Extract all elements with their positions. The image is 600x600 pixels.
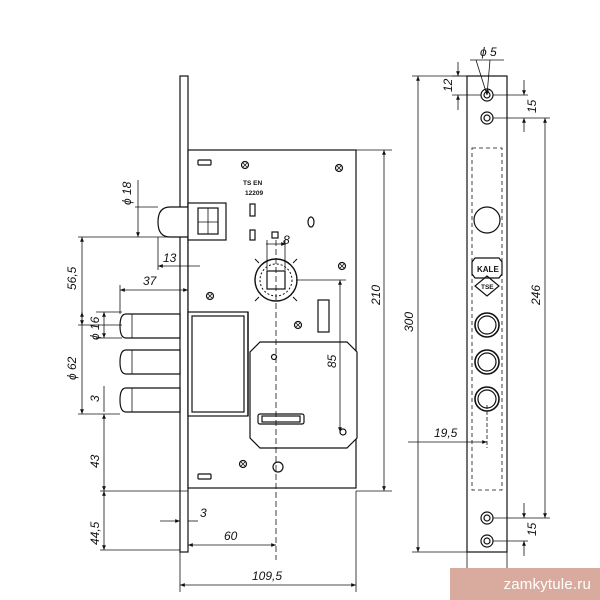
dead-bolts — [119, 313, 181, 413]
watermark-text: zamkytule.ru — [503, 576, 591, 593]
dim-12: 12 — [441, 78, 455, 92]
dim-15-bottom: 15 — [525, 522, 539, 536]
left-dimension-lines — [78, 149, 392, 592]
dim-246: 246 — [529, 285, 543, 306]
dim-phi16: ϕ 16 — [88, 316, 102, 340]
brand-label: KALE — [477, 265, 499, 274]
dim-3-faceplate: 3 — [200, 506, 207, 520]
dim-44-5: 44,5 — [88, 521, 102, 545]
dim-300: 300 — [402, 312, 416, 332]
dim-15-top: 15 — [525, 99, 539, 113]
dim-13: 13 — [163, 251, 177, 265]
dim-60: 60 — [224, 529, 238, 543]
dim-43: 43 — [88, 454, 102, 468]
dim-phi18: ϕ 18 — [120, 181, 134, 205]
lock-body-view — [119, 75, 358, 553]
dim-210: 210 — [369, 285, 383, 306]
watermark-background — [450, 568, 600, 600]
ts-en-number: 12209 — [245, 190, 263, 197]
ts-en-label: TS EN — [243, 180, 262, 187]
cylinder-plate — [249, 341, 358, 449]
dim-37: 37 — [143, 274, 158, 288]
strike-plate-view — [466, 75, 508, 553]
bolt-hole-icon — [474, 312, 500, 412]
dim-3-bolt: 3 — [88, 395, 102, 402]
faceplate — [179, 75, 189, 553]
dim-phi5: ϕ 5 — [480, 45, 497, 59]
dim-19-5: 19,5 — [434, 426, 458, 440]
dim-phi62: ϕ 62 — [65, 356, 79, 380]
latch-bolt — [157, 202, 227, 241]
dim-56-5: 56,5 — [65, 266, 79, 290]
tse-label: TSE — [481, 284, 494, 291]
dim-109-5: 109,5 — [252, 569, 282, 583]
dim-85: 85 — [325, 354, 339, 368]
dim-8: 8 — [283, 233, 290, 247]
strike-plate — [466, 75, 508, 553]
